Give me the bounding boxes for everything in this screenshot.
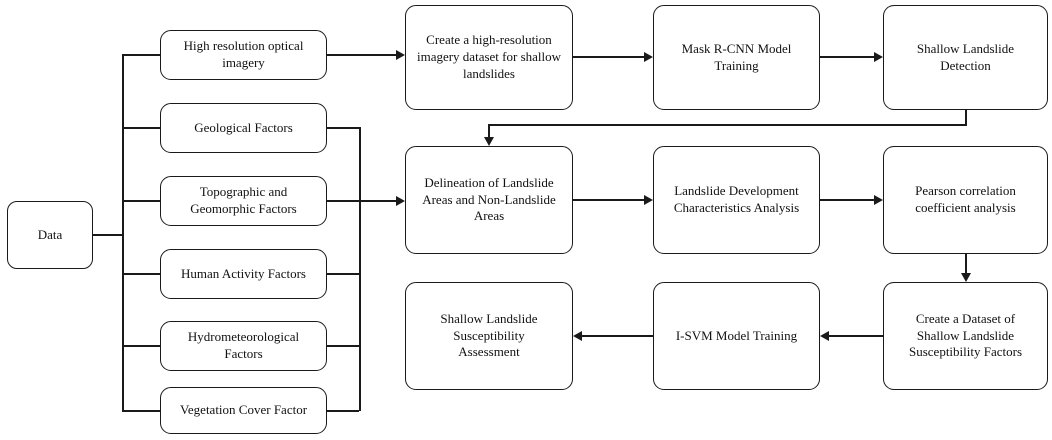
- connector-trunk-to-human: [123, 273, 160, 275]
- connector-detection-elbow-across: [488, 124, 966, 126]
- node-mask-rcnn-model-training: Mask R-CNN Model Training: [653, 5, 820, 110]
- node-label: High resolution optical imagery: [183, 38, 304, 70]
- connector-geological-to-collector: [327, 127, 359, 129]
- arrow-isvm-to-assessment: [582, 335, 653, 337]
- arrow-delineation-to-dev-char: [573, 199, 645, 201]
- arrow-factors-to-delineation: [327, 200, 398, 202]
- node-label: Create a high-resolution imagery dataset…: [416, 32, 562, 81]
- arrowhead-right-icon: [396, 196, 405, 206]
- node-label: I-SVM Model Training: [675, 327, 798, 343]
- connector-vegetation-to-collector: [327, 410, 359, 412]
- node-hydrometeorological-factors: Hydrometeorological Factors: [160, 321, 327, 371]
- node-isvm-model-training: I-SVM Model Training: [653, 282, 820, 390]
- connector-detection-elbow-down: [488, 124, 490, 138]
- connector-trunk-to-topographic: [123, 200, 160, 202]
- node-create-susceptibility-dataset: Create a Dataset of Shallow Landslide Su…: [883, 282, 1048, 390]
- arrowhead-left-icon: [573, 331, 582, 341]
- node-label: Shallow Landslide Susceptibility Assessm…: [440, 310, 538, 360]
- node-label: Data: [37, 226, 63, 242]
- node-high-resolution-optical-imagery: High resolution optical imagery: [160, 30, 327, 80]
- node-label: Human Activity Factors: [181, 265, 306, 281]
- arrow-mask-rcnn-to-detection: [820, 56, 876, 58]
- node-shallow-landslide-detection: Shallow Landslide Detection: [883, 5, 1048, 110]
- arrow-high-res-to-create-imagery: [327, 54, 398, 56]
- node-data: Data: [7, 201, 93, 269]
- node-label: Shallow Landslide Detection: [916, 40, 1015, 73]
- connector-trunk-to-vegetation: [123, 410, 160, 412]
- connector-hydro-to-collector: [327, 345, 359, 347]
- connector-factor-collector-line: [359, 127, 361, 411]
- node-label: Vegetation Cover Factor: [179, 402, 308, 418]
- arrowhead-right-icon: [396, 50, 405, 60]
- node-geological-factors: Geological Factors: [160, 103, 327, 153]
- node-label: Geological Factors: [194, 119, 293, 135]
- node-human-activity-factors: Human Activity Factors: [160, 249, 327, 299]
- node-label: Create a Dataset of Shallow Landslide Su…: [908, 310, 1023, 360]
- node-pearson-correlation-analysis: Pearson correlation coefficient analysis: [883, 146, 1048, 254]
- arrowhead-down-icon: [961, 273, 971, 282]
- node-vegetation-cover-factor: Vegetation Cover Factor: [160, 387, 327, 434]
- arrow-dataset-to-isvm: [829, 335, 883, 337]
- arrowhead-left-icon: [820, 331, 829, 341]
- arrow-create-imagery-to-mask-rcnn: [573, 56, 645, 58]
- connector-trunk-to-geological: [123, 127, 160, 129]
- node-label: Topographic and Geomorphic Factors: [190, 184, 297, 216]
- node-label: Hydrometeorological Factors: [187, 329, 300, 361]
- node-label: Pearson correlation coefficient analysis: [915, 183, 1016, 215]
- connector-trunk-to-high-res: [123, 54, 160, 56]
- node-landslide-development-analysis: Landslide Development Characteristics An…: [653, 146, 820, 254]
- node-label: Mask R-CNN Model Training: [681, 40, 792, 73]
- arrowhead-right-icon: [874, 52, 883, 62]
- node-susceptibility-assessment: Shallow Landslide Susceptibility Assessm…: [405, 282, 573, 390]
- connector-detection-elbow-drop: [965, 110, 967, 126]
- node-topographic-geomorphic-factors: Topographic and Geomorphic Factors: [160, 176, 327, 226]
- connector-trunk-to-hydro: [123, 345, 160, 347]
- arrowhead-right-icon: [644, 52, 653, 62]
- node-label: Landslide Development Characteristics An…: [673, 183, 800, 215]
- connector-data-to-trunk: [93, 234, 123, 236]
- arrowhead-down-icon: [484, 137, 494, 146]
- node-label: Delineation of Landslide Areas and Non-L…: [422, 174, 556, 224]
- connector-human-to-collector: [327, 273, 359, 275]
- connector-trunk-line: [122, 54, 124, 412]
- node-delineation-landslide-areas: Delineation of Landslide Areas and Non-L…: [405, 146, 573, 254]
- node-create-imagery-dataset: Create a high-resolution imagery dataset…: [405, 5, 573, 110]
- arrow-dev-char-to-pearson: [820, 199, 876, 201]
- arrowhead-right-icon: [644, 195, 653, 205]
- arrow-pearson-to-dataset: [965, 254, 967, 274]
- arrowhead-right-icon: [874, 195, 883, 205]
